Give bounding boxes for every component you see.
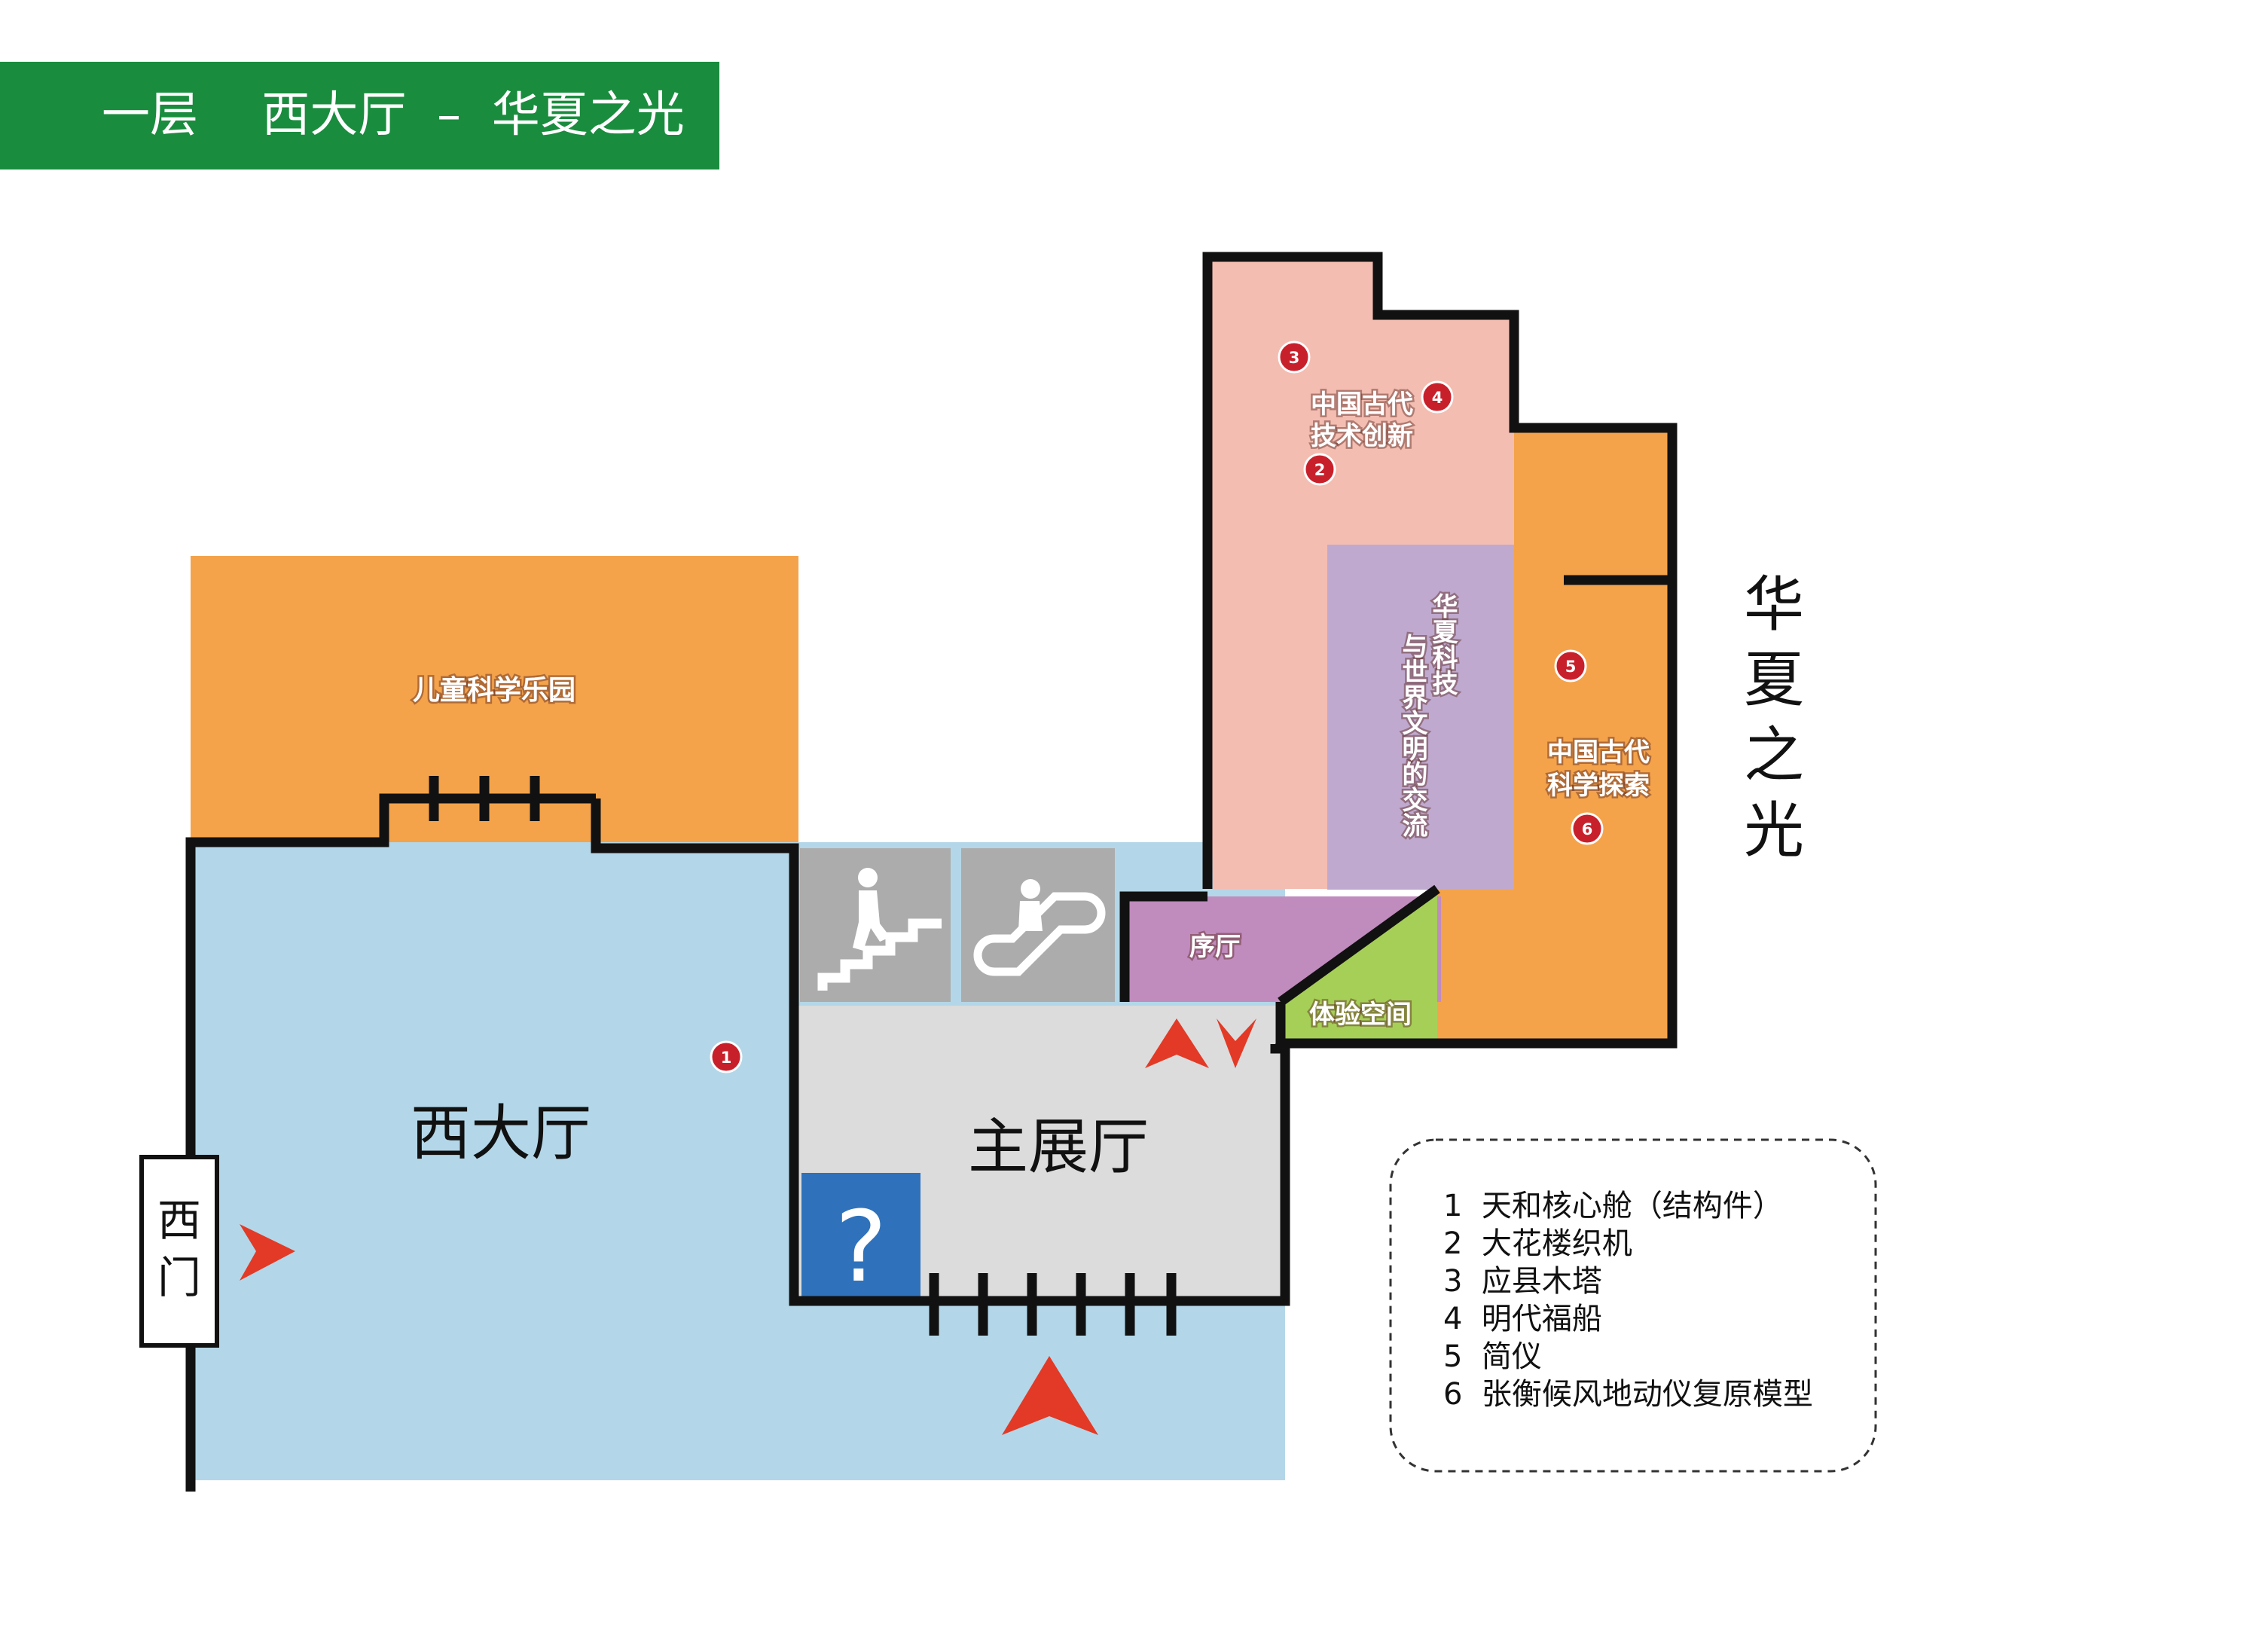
marker-5-label: 5: [1565, 658, 1577, 676]
header: 一层 西大厅 – 华夏之光: [0, 62, 719, 169]
header-bar: [0, 62, 719, 169]
west-gate-label-1: 西: [157, 1195, 201, 1246]
legend-item-4: 4 明代福船: [1443, 1302, 1602, 1336]
legend-item-5: 5 简仪: [1443, 1339, 1542, 1374]
main-hall-label: 主展厅: [968, 1112, 1149, 1182]
preface-exit-arrow: [1217, 1018, 1256, 1068]
zone-title-char-1: 华: [1744, 569, 1804, 640]
legend-item-3: 3 应县木塔: [1443, 1264, 1602, 1299]
legend-item-1: 1 天和核心舱（结构件）: [1443, 1189, 1783, 1223]
marker-6-label: 6: [1582, 820, 1593, 838]
kids-park-door[interactable]: [384, 776, 596, 821]
walls: [185, 252, 1678, 1492]
exchange-label-col2: 与世界文明的交流: [1397, 633, 1427, 838]
main-hall-door[interactable]: [929, 1273, 1177, 1336]
exchange-area[interactable]: [1327, 545, 1514, 890]
exchange-label-col1: 华夏科技: [1427, 593, 1458, 695]
innovation-label-1: 中国古代: [1311, 389, 1413, 420]
west-gate[interactable]: 西 门: [139, 1155, 219, 1348]
info-glyph: ?: [835, 1189, 887, 1304]
stairs-icon[interactable]: [800, 848, 951, 1002]
experience-label: 体验空间: [1309, 1000, 1412, 1030]
exhibit-marker-4[interactable]: 4: [1421, 380, 1454, 414]
exhibit-marker-3[interactable]: 3: [1278, 340, 1311, 374]
preface-label: 序厅: [1189, 932, 1241, 962]
zone-title-char-3: 之: [1744, 720, 1804, 790]
exploration-label-2: 科学探索: [1547, 771, 1650, 801]
west-hall-label: 西大厅: [411, 1098, 591, 1168]
west-gate-label-2: 门: [157, 1252, 201, 1303]
exhibit-marker-5[interactable]: 5: [1554, 649, 1587, 682]
experience-area-base[interactable]: [1281, 1002, 1437, 1040]
legend-item-6: 6 张衡候风地动仪复原模型: [1443, 1377, 1813, 1412]
exhibit-marker-6[interactable]: 6: [1571, 812, 1604, 845]
exploration-label-1: 中国古代: [1547, 737, 1650, 768]
innovation-label-2: 技术创新: [1311, 421, 1413, 451]
exhibit-marker-1[interactable]: 1: [710, 1040, 743, 1073]
escalator-icon[interactable]: [961, 848, 1115, 1002]
direction-arrows: [240, 1018, 1256, 1435]
exploration-area-lower[interactable]: [1437, 889, 1520, 1040]
zone-title: 华 夏 之 光: [1744, 569, 1804, 866]
marker-2-label: 2: [1314, 461, 1326, 479]
legend: 1 天和核心舱（结构件） 2 大花楼织机 3 应县木塔 4 明代福船 5 简仪 …: [1389, 1138, 1877, 1473]
preface-entry-arrow: [1145, 1018, 1209, 1068]
legend-item-2: 2 大花楼织机: [1443, 1226, 1632, 1261]
marker-4-label: 4: [1432, 389, 1443, 407]
info-icon[interactable]: ?: [801, 1173, 920, 1304]
zone-title-char-2: 夏: [1744, 645, 1804, 715]
exploration-area[interactable]: [1514, 428, 1672, 1040]
exhibit-marker-2[interactable]: 2: [1303, 453, 1336, 486]
legend-box: [1389, 1138, 1877, 1473]
west-entry-arrow: [240, 1224, 295, 1281]
marker-1-label: 1: [721, 1049, 732, 1067]
main-entry-arrow: [1002, 1356, 1098, 1435]
zone-title-char-4: 光: [1744, 795, 1804, 866]
kids-park-label: 儿童科学乐园: [413, 674, 575, 706]
page-title: 一层 西大厅 – 华夏之光: [102, 87, 685, 143]
marker-3-label: 3: [1289, 349, 1300, 367]
